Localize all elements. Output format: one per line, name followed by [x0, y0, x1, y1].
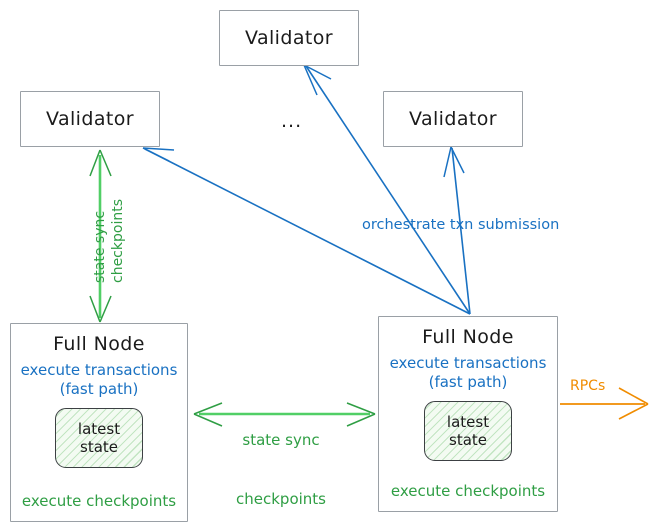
latest-state-line1: latest: [77, 420, 121, 439]
full-node-title: Full Node: [422, 326, 514, 348]
edge-label-orchestrate: orchestrate txn submission: [362, 217, 560, 233]
full-node-box-right[interactable]: Full Node execute transactions (fast pat…: [378, 316, 558, 512]
execute-transactions-label: execute transactions (fast path): [390, 354, 547, 392]
validators-ellipsis: ...: [281, 110, 303, 132]
validator-label: Validator: [409, 108, 497, 130]
full-node-box-left[interactable]: Full Node execute transactions (fast pat…: [10, 323, 188, 522]
latest-state-line2: state: [449, 431, 487, 450]
fast-path-line: (fast path): [428, 373, 508, 392]
validator-box-right[interactable]: Validator: [383, 91, 523, 147]
fast-path-line: (fast path): [59, 380, 139, 399]
execute-checkpoints-label: execute checkpoints: [390, 482, 546, 500]
execute-transactions-label: execute transactions (fast path): [21, 361, 178, 399]
latest-state-line2: state: [80, 438, 118, 457]
validator-label: Validator: [46, 108, 134, 130]
latest-state-box[interactable]: latest state: [55, 408, 143, 469]
validator-label: Validator: [245, 27, 333, 49]
latest-state-line1: latest: [446, 413, 490, 432]
edge-label-left-state-sync: state sync: [92, 210, 108, 283]
execute-checkpoints-label: execute checkpoints: [21, 492, 177, 510]
validator-box-left[interactable]: Validator: [20, 91, 160, 147]
latest-state-box[interactable]: latest state: [424, 401, 512, 462]
full-node-title: Full Node: [53, 333, 145, 355]
edge-label-left-checkpoints: checkpoints: [110, 199, 126, 283]
validator-box-top[interactable]: Validator: [219, 10, 359, 66]
edge-label-mid-state-sync: state sync checkpoints: [236, 392, 326, 526]
edge-label-rpcs: RPCs: [570, 378, 606, 394]
edge-label-mid-line2: checkpoints: [236, 489, 326, 508]
execute-transactions-line1: execute transactions: [389, 354, 547, 372]
edge-label-mid-line1: state sync: [242, 431, 320, 449]
execute-transactions-line1: execute transactions: [20, 361, 178, 379]
